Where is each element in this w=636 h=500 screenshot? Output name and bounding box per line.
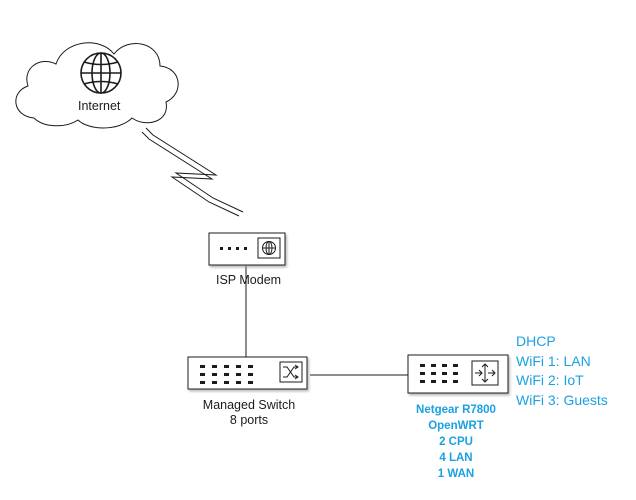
internet-cloud (15, 42, 179, 129)
isp-modem-label: ISP Modem (216, 273, 282, 287)
wireless-link-echo (141, 131, 240, 217)
router-label-line: 4 LAN (439, 452, 473, 464)
switch-label-line: 8 ports (229, 413, 269, 427)
router-label-line: OpenWRT (428, 420, 484, 432)
four-way-arrows-icon (471, 360, 499, 386)
connections (141, 127, 408, 376)
modem-leds (220, 247, 247, 250)
isp-modem (208, 232, 286, 266)
switch-ports (200, 365, 253, 384)
router-note-line: DHCP (516, 333, 556, 349)
router (407, 354, 509, 394)
router-label-line: 1 WAN (437, 468, 475, 480)
globe-icon (80, 52, 122, 94)
cloud-shape (15, 42, 179, 129)
crossed-arrows-icon (279, 361, 303, 383)
switch-label-line: Managed Switch (202, 398, 296, 412)
router-label: Netgear R7800 OpenWRT 2 CPU 4 LAN 1 WAN (403, 402, 509, 482)
router-label-line: 2 CPU (439, 436, 473, 448)
router-note-line: WiFi 1: LAN (516, 352, 591, 369)
router-ports (420, 364, 458, 383)
wireless-link (145, 127, 244, 213)
router-note-line: WiFi 3: Guests (516, 391, 608, 408)
internet-label: Internet (78, 99, 121, 113)
managed-switch (187, 356, 308, 390)
router-notes: DHCP WiFi 1: LAN WiFi 2: IoT WiFi 3: Gue… (516, 332, 608, 410)
globe-icon (257, 237, 281, 259)
managed-switch-label: Managed Switch 8 ports (198, 398, 300, 428)
router-label-line: Netgear R7800 (416, 404, 496, 416)
router-note-line: WiFi 2: IoT (516, 372, 584, 388)
